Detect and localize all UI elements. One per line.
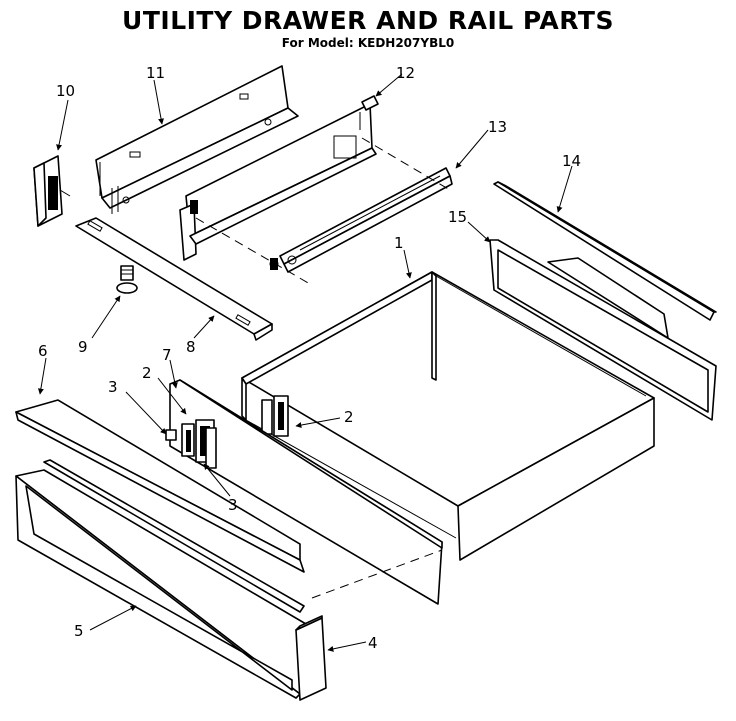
part-14-trim-strip — [493, 181, 717, 321]
callout-8: 8 — [186, 338, 196, 356]
model-subtitle: For Model: KEDH207YBL0 — [281, 36, 455, 50]
callout-9: 9 — [78, 338, 88, 356]
alignment-lines — [195, 137, 451, 599]
part-5-front-frame — [15, 459, 307, 699]
part-9-leveling-leg — [116, 265, 138, 294]
leader-lines — [37, 73, 573, 652]
part-12-side-panel — [179, 95, 379, 261]
callout-3-lower: 3 — [228, 496, 238, 514]
callout-2-left: 2 — [142, 364, 152, 382]
callout-15: 15 — [448, 208, 467, 226]
callout-11: 11 — [146, 64, 165, 82]
callout-14: 14 — [562, 152, 581, 170]
part-11-rail-panel — [95, 65, 299, 214]
part-4-front-panel — [295, 615, 327, 701]
callout-3-upper: 3 — [108, 378, 118, 396]
callout-5: 5 — [74, 622, 84, 640]
part-2-3-clips-left — [165, 419, 217, 469]
part-15-rear-panel — [489, 239, 717, 421]
callout-10: 10 — [56, 82, 75, 100]
part-10-bracket — [33, 155, 71, 227]
part-1-drawer-box — [241, 271, 655, 561]
diagram-title: UTILITY DRAWER AND RAIL PARTS — [122, 6, 614, 35]
part-13-slide-rail — [269, 167, 453, 273]
callout-12: 12 — [396, 64, 415, 82]
callout-2-right: 2 — [344, 408, 354, 426]
part-8-rail-bar — [75, 217, 273, 341]
callout-1: 1 — [394, 234, 404, 252]
part-6-top-trim — [15, 399, 305, 573]
part-2-clip-right — [261, 395, 289, 437]
callout-labels: 1 2 2 3 3 4 5 6 7 8 9 10 11 12 13 14 15 — [38, 64, 581, 652]
callout-4: 4 — [368, 634, 378, 652]
callout-13: 13 — [488, 118, 507, 136]
callout-6: 6 — [38, 342, 48, 360]
callout-7: 7 — [162, 346, 172, 364]
